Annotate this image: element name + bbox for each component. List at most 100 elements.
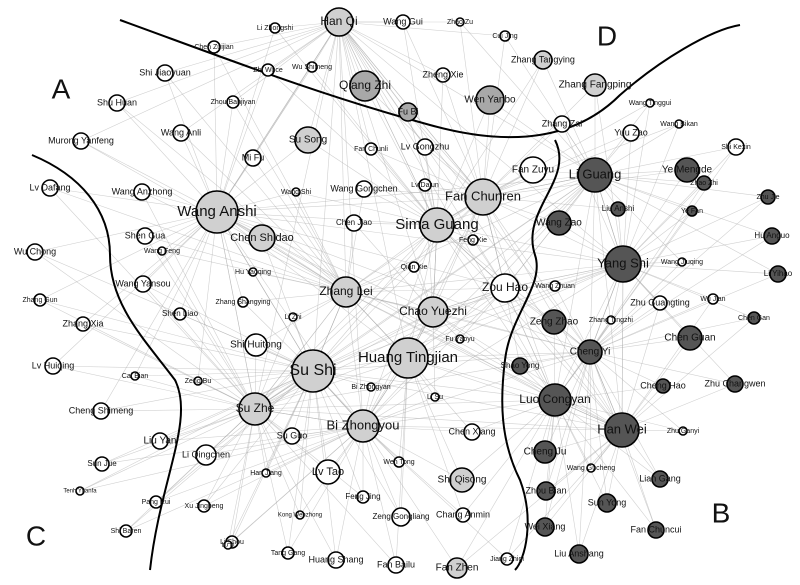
edge-line bbox=[436, 99, 491, 226]
edge-line bbox=[100, 370, 314, 412]
edge-line bbox=[400, 357, 409, 518]
edge-line bbox=[544, 399, 556, 528]
edge-line bbox=[254, 408, 289, 554]
node-label-lv-tao: Lv Tao bbox=[312, 466, 344, 478]
edge-line bbox=[125, 408, 256, 532]
node-wang-anzhong bbox=[133, 183, 151, 201]
edge-line bbox=[312, 263, 624, 372]
node-li-qingchen bbox=[195, 444, 217, 466]
node-label-zhang-xia: Zhang Xia bbox=[62, 318, 103, 328]
edge-line bbox=[482, 35, 506, 198]
edge-line bbox=[554, 263, 624, 401]
node-cui-jing bbox=[499, 30, 511, 42]
node-zhou-banjiyan bbox=[226, 95, 240, 109]
node-murong-yanfeng bbox=[72, 132, 90, 150]
edge-line bbox=[159, 425, 364, 442]
node-shi-huitong bbox=[244, 333, 268, 357]
node-shi-kexin bbox=[727, 138, 745, 156]
edge-line bbox=[461, 399, 556, 481]
node-lv-dafang bbox=[41, 179, 59, 197]
node-label-wang-bikan: Wang Bikan bbox=[660, 121, 698, 128]
node-chang-anmin bbox=[455, 507, 471, 523]
node-label-lv-huiqing: Lv Huiqing bbox=[32, 360, 75, 370]
edge-line bbox=[312, 224, 438, 372]
node-label-sun-yong: Sun Yong bbox=[588, 497, 627, 507]
edge-line bbox=[621, 302, 661, 431]
node-fu-bi bbox=[398, 102, 418, 122]
node-label-kong-wenzhong: Kong Wenzhong bbox=[278, 513, 322, 519]
edge-line bbox=[482, 196, 619, 210]
node-label-cai-bian: Cai Bian bbox=[122, 373, 149, 380]
node-shen-gua bbox=[136, 227, 154, 245]
node-wu-jian bbox=[707, 293, 719, 305]
edge-line bbox=[142, 283, 256, 410]
node-liu-anshi bbox=[610, 201, 626, 217]
node-wang-gongchen bbox=[355, 180, 373, 198]
edge-line bbox=[353, 222, 434, 313]
edge-line bbox=[252, 157, 347, 293]
node-label-han-wei: Han Wei bbox=[597, 421, 647, 436]
node-label-liu-yan: Liu Yan bbox=[144, 436, 177, 447]
edge-line bbox=[482, 196, 556, 401]
node-lv-gongzhu bbox=[416, 138, 434, 156]
node-label-wang-yansou: Wang Yansou bbox=[115, 278, 170, 288]
node-label-liu-anshi: Liu Anshi bbox=[602, 204, 635, 213]
edge-line bbox=[589, 302, 661, 353]
node-label-zhao-zhi: Zhao Zhi bbox=[690, 180, 718, 187]
node-label-wang-jiuqing: Wang Jiuqing bbox=[661, 259, 703, 266]
node-cheng-yi bbox=[577, 339, 603, 365]
node-zhang-zai bbox=[553, 115, 571, 133]
edge-line bbox=[295, 191, 438, 226]
node-zhao-zhi bbox=[696, 175, 712, 191]
edge-line bbox=[134, 211, 218, 377]
node-lv-dajun bbox=[418, 178, 432, 192]
edge-line bbox=[462, 399, 556, 516]
node-label-zhang-lei: Zhang Lei bbox=[319, 284, 372, 298]
edge-line bbox=[589, 235, 773, 353]
node-label-chen-xiang: Chen Xiang bbox=[448, 426, 495, 436]
node-label-zhang-tingzhi: Zhang Tingzhi bbox=[589, 317, 633, 324]
node-label-cheng-hao: Cheng Hao bbox=[640, 380, 686, 390]
edge-line bbox=[436, 74, 444, 226]
edge-line bbox=[407, 357, 464, 516]
edge-line bbox=[506, 399, 556, 560]
node-label-huang-shang: Huang Shang bbox=[308, 554, 363, 564]
edge-line bbox=[362, 425, 458, 569]
edge-line bbox=[216, 211, 256, 410]
node-label-liu-anshang: Liu Anshang bbox=[554, 548, 604, 558]
node-shao-yong bbox=[511, 357, 529, 375]
edge-line bbox=[39, 211, 218, 301]
edge-line bbox=[594, 174, 779, 275]
node-lian-gang bbox=[651, 470, 669, 488]
edge-line bbox=[544, 429, 623, 528]
edge-line bbox=[542, 59, 596, 176]
edge-line bbox=[79, 370, 314, 492]
node-label-li-zhi: Li Zhi bbox=[284, 314, 302, 321]
node-label-lv-gongzhu: Lv Gongzhu bbox=[401, 141, 450, 151]
node-zou-hao bbox=[490, 273, 520, 303]
node-zhang-lei bbox=[330, 276, 362, 308]
node-mi-fu bbox=[244, 149, 262, 167]
edge-line bbox=[254, 351, 591, 410]
node-label-cheng-yi: Cheng Yi bbox=[570, 347, 611, 358]
edge-line bbox=[407, 196, 484, 359]
edge-line bbox=[49, 187, 218, 213]
edge-line bbox=[402, 21, 438, 226]
node-sun-jue bbox=[94, 456, 110, 472]
edge-line bbox=[299, 370, 314, 516]
edge-line bbox=[312, 370, 402, 518]
region-boundaries bbox=[31, 19, 741, 571]
node-zeng-bu bbox=[193, 376, 203, 386]
node-wu-chong bbox=[26, 243, 44, 261]
node-label-zhang-fangping: Zhang Fangping bbox=[559, 80, 632, 91]
node-ye-fan bbox=[686, 205, 698, 217]
node-shi-baren bbox=[119, 524, 133, 538]
node-zhang-tangying bbox=[533, 50, 553, 70]
edge-line bbox=[456, 429, 623, 569]
node-label-wei-xiang: Wei Xiang bbox=[525, 521, 566, 531]
node-label-cheng-ju: Cheng Ju bbox=[524, 447, 567, 458]
edge-line bbox=[407, 111, 438, 226]
node-huang-shang bbox=[327, 551, 345, 569]
node-fan-chunli bbox=[364, 142, 378, 156]
node-li-zhi bbox=[288, 312, 298, 322]
